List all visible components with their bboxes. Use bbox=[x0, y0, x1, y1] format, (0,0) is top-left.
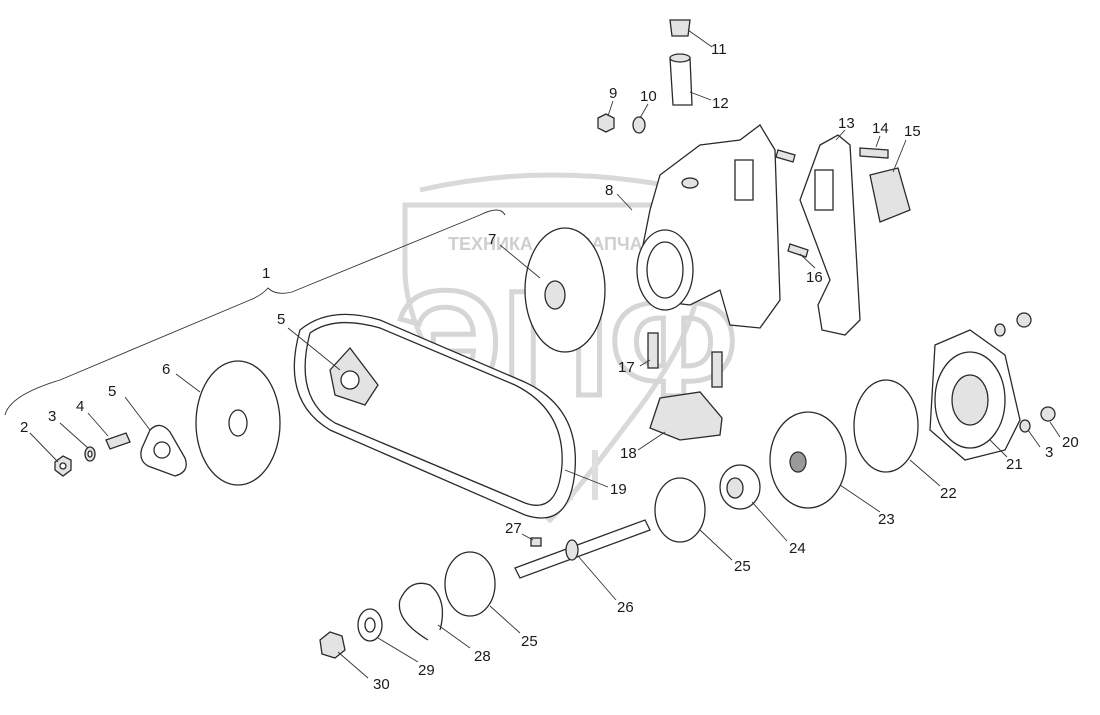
callout-9: 9 bbox=[609, 85, 617, 102]
part-22-o-ring bbox=[853, 379, 919, 473]
part-29-washer bbox=[357, 608, 383, 642]
callout-7: 7 bbox=[488, 231, 496, 248]
callout-10: 10 bbox=[640, 88, 657, 105]
callout-3-right: 3 bbox=[1045, 444, 1053, 461]
callout-20: 20 bbox=[1062, 434, 1079, 451]
part-10-washer bbox=[632, 116, 646, 134]
part-5-flange bbox=[140, 424, 187, 477]
part-2-nut bbox=[54, 455, 72, 477]
callout-19: 19 bbox=[610, 481, 627, 498]
watermark-left-text: ТЕХНИКА bbox=[448, 234, 533, 254]
part-19-belt bbox=[293, 313, 577, 519]
callout-5-upper: 5 bbox=[277, 311, 285, 328]
callout-27: 27 bbox=[505, 520, 522, 537]
part-3-washer bbox=[84, 446, 96, 462]
callout-17: 17 bbox=[618, 359, 635, 376]
part-21-cover bbox=[929, 329, 1021, 461]
callout-6: 6 bbox=[162, 361, 170, 378]
part-26-shaft bbox=[514, 519, 651, 579]
callout-24: 24 bbox=[789, 540, 806, 557]
callout-26: 26 bbox=[617, 599, 634, 616]
part-24-seal bbox=[719, 464, 761, 510]
part-17-pins bbox=[647, 332, 723, 388]
callout-5-left: 5 bbox=[108, 383, 116, 400]
callout-13: 13 bbox=[838, 115, 855, 132]
callout-16: 16 bbox=[806, 269, 823, 286]
callout-15: 15 bbox=[904, 123, 921, 140]
callout-28: 28 bbox=[474, 648, 491, 665]
part-4-stud bbox=[105, 432, 131, 450]
callout-30: 30 bbox=[373, 676, 390, 693]
part-23-impeller bbox=[769, 411, 847, 509]
part-12-sleeve bbox=[669, 53, 693, 106]
callout-labels: 1 2 3 3 4 5 5 6 7 8 9 10 11 12 13 14 15 … bbox=[20, 41, 1079, 693]
callout-8: 8 bbox=[605, 182, 613, 199]
leader-lines bbox=[29, 29, 1061, 679]
part-28-circlip bbox=[398, 582, 444, 641]
part-8-housing bbox=[636, 124, 781, 329]
part-13-gasket bbox=[799, 134, 861, 336]
part-5-flange-upper bbox=[329, 346, 379, 406]
callout-22: 22 bbox=[940, 485, 957, 502]
callout-23: 23 bbox=[878, 511, 895, 528]
callout-25-lower: 25 bbox=[521, 633, 538, 650]
part-16-pins bbox=[775, 149, 809, 258]
part-15-block bbox=[869, 167, 911, 223]
part-6-pulley-disc bbox=[195, 360, 281, 486]
part-20-nut bbox=[1016, 312, 1056, 422]
callout-25-upper: 25 bbox=[734, 558, 751, 575]
callout-2: 2 bbox=[20, 419, 28, 436]
callout-14: 14 bbox=[872, 120, 889, 137]
callout-3-left: 3 bbox=[48, 408, 56, 425]
part-9-nut bbox=[597, 113, 615, 133]
callout-1: 1 bbox=[262, 265, 270, 282]
part-11-cap bbox=[669, 19, 691, 37]
part-25-bearing bbox=[444, 477, 706, 617]
part-7-disc bbox=[524, 227, 606, 353]
callout-12: 12 bbox=[712, 95, 729, 112]
part-14-pin bbox=[859, 147, 889, 159]
callout-4: 4 bbox=[76, 398, 84, 415]
part-3-washer-right bbox=[994, 323, 1031, 433]
callout-18: 18 bbox=[620, 445, 637, 462]
part-30-nut bbox=[319, 631, 346, 659]
callout-21: 21 bbox=[1006, 456, 1023, 473]
callout-29: 29 bbox=[418, 662, 435, 679]
part-27-key bbox=[530, 537, 542, 547]
callout-11: 11 bbox=[711, 41, 727, 58]
part-18-cover bbox=[649, 391, 723, 441]
assembly-bracket bbox=[4, 209, 506, 416]
